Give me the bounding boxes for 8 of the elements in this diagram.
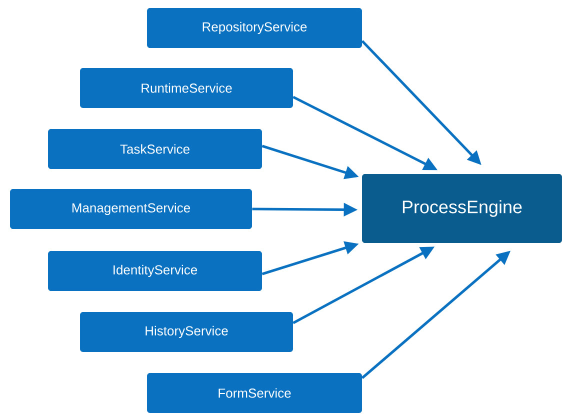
service-box: RuntimeService xyxy=(80,68,293,108)
service-box: HistoryService xyxy=(80,312,293,352)
service-box: ManagementService xyxy=(10,189,252,229)
engine-box: ProcessEngine xyxy=(362,174,562,243)
service-box: FormService xyxy=(147,372,362,413)
service-box: IdentityService xyxy=(48,251,262,291)
service-box: RepositoryService xyxy=(147,8,362,48)
service-box: TaskService xyxy=(48,129,262,169)
